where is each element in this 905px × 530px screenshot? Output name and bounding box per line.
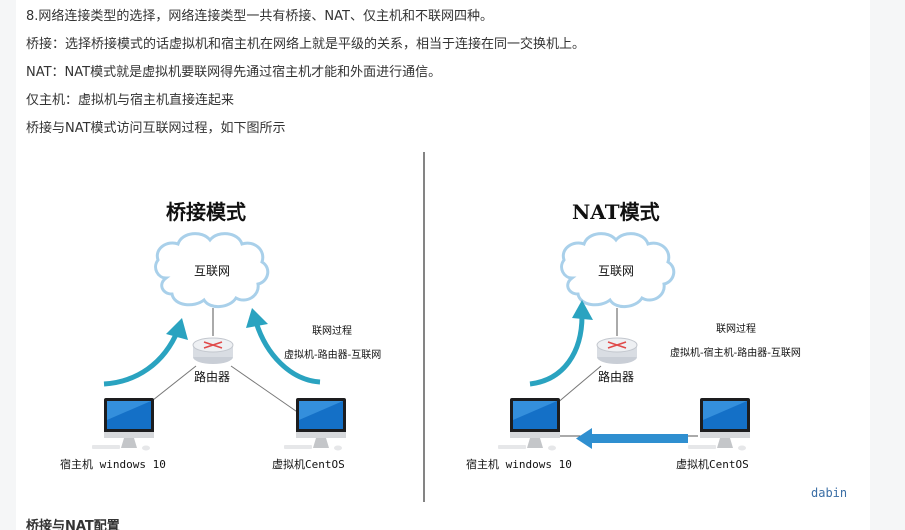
nat-router-icon xyxy=(596,337,638,365)
nat-vm-label: 虚拟机CentOS xyxy=(676,458,749,471)
nat-cloud-label: 互联网 xyxy=(598,264,635,278)
nat-host-arrow xyxy=(529,315,585,387)
paragraph-figure-intro: 桥接与NAT模式访问互联网过程，如下图所示 xyxy=(26,121,286,136)
article-body: 8.网络连接类型的选择，网络连接类型一共有桥接、NAT、仅主机和不联网四种。 桥… xyxy=(16,0,870,530)
next-section-heading: 桥接与NAT配置 xyxy=(26,519,120,530)
nat-vm-to-host-arrow xyxy=(592,434,688,443)
nat-host-label: 宿主机 windows 10 xyxy=(466,458,572,471)
bridge-note-path: 虚拟机-路由器-互联网 xyxy=(284,350,382,361)
nat-note-path: 虚拟机-宿主机-路由器-互联网 xyxy=(670,348,801,359)
figure-drawing xyxy=(92,152,750,502)
bridge-host-arrow xyxy=(103,329,181,387)
bridge-router-label: 路由器 xyxy=(194,370,231,384)
figure-watermark: dabin xyxy=(811,486,848,500)
bridge-cloud-label: 互联网 xyxy=(194,264,231,278)
router-icon xyxy=(192,337,234,365)
nat-host-computer-icon xyxy=(498,398,560,451)
bridge-vm-label: 虚拟机CentOS xyxy=(272,458,345,471)
nat-vm-computer-icon xyxy=(688,398,750,451)
bridge-vm-arrow xyxy=(253,321,321,385)
paragraph-network-types: 8.网络连接类型的选择，网络连接类型一共有桥接、NAT、仅主机和不联网四种。 xyxy=(26,9,493,24)
nat-note-title: 联网过程 xyxy=(716,324,756,335)
paragraph-nat: NAT：NAT模式就是虚拟机要联网得先通过宿主机才能和外面进行通信。 xyxy=(26,65,442,80)
vm-computer-icon xyxy=(284,398,346,451)
paragraph-bridge: 桥接：选择桥接模式的话虚拟机和宿主机在网络上就是平级的关系，相当于连接在同一交换… xyxy=(26,37,586,52)
nat-mode-title: NAT模式 xyxy=(572,200,660,224)
paragraph-host-only: 仅主机：虚拟机与宿主机直接连起来 xyxy=(26,93,235,108)
host-computer-icon xyxy=(92,398,154,451)
bridge-host-label: 宿主机 windows 10 xyxy=(60,458,166,471)
bridge-note-title: 联网过程 xyxy=(312,326,352,337)
network-mode-figure: 桥接模式 互联网 路由器 联网过程 虚拟机-路由器-互联网 宿主机 window… xyxy=(16,142,860,508)
bridge-mode-title: 桥接模式 xyxy=(166,200,246,224)
nat-router-label: 路由器 xyxy=(598,370,635,384)
